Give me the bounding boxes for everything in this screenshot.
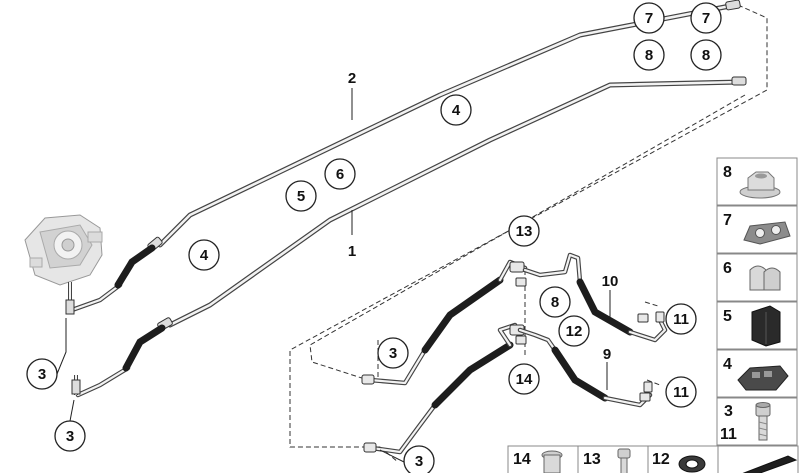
part-tile-7: 7 bbox=[716, 205, 798, 254]
pipe-1 bbox=[167, 79, 743, 328]
sealing-ring-icon bbox=[678, 455, 706, 473]
callout-5: 5 bbox=[285, 180, 317, 212]
svg-text:12: 12 bbox=[652, 451, 670, 468]
callout-8b: 8 bbox=[690, 39, 722, 71]
callout-11b: 11 bbox=[665, 376, 697, 408]
svg-text:7: 7 bbox=[702, 10, 710, 27]
callout-7a: 7 bbox=[633, 2, 665, 34]
part-tile-12: 12 bbox=[647, 445, 719, 473]
callout-3-bottom: 3 bbox=[403, 445, 435, 473]
svg-text:6: 6 bbox=[336, 166, 344, 183]
callout-8a: 8 bbox=[633, 39, 665, 71]
svg-text:11: 11 bbox=[673, 311, 689, 328]
middle-hose-lower bbox=[369, 322, 518, 455]
part-tile-13: 13 bbox=[577, 445, 649, 473]
label-9: 9 bbox=[603, 346, 611, 363]
bare-labels: 2 1 10 9 bbox=[348, 70, 619, 363]
svg-text:5: 5 bbox=[297, 188, 305, 205]
callout-3-left2: 3 bbox=[54, 420, 86, 452]
part-tile-5: 5 bbox=[716, 301, 798, 350]
label-10: 10 bbox=[602, 273, 619, 290]
bracket-clip-icon bbox=[751, 305, 781, 347]
left-vertical-fittings bbox=[65, 282, 81, 395]
pipe-clip-icon bbox=[749, 265, 781, 291]
part-tile-8: 8 bbox=[716, 157, 798, 206]
bottom-parts: 14 13 12 bbox=[507, 445, 799, 473]
svg-text:5: 5 bbox=[723, 308, 732, 325]
svg-text:4: 4 bbox=[723, 356, 732, 373]
bolt-icon bbox=[617, 448, 631, 473]
svg-text:6: 6 bbox=[723, 260, 732, 277]
label-1: 1 bbox=[348, 243, 356, 260]
svg-text:4: 4 bbox=[200, 247, 209, 264]
hex-socket-bolt-icon bbox=[755, 402, 771, 441]
svg-text:8: 8 bbox=[723, 164, 732, 181]
callouts: 7 7 8 8 4 6 5 4 13 8 12 14 11 11 3 3 3 3 bbox=[26, 2, 722, 473]
svg-text:3: 3 bbox=[389, 345, 397, 362]
callout-8-mid: 8 bbox=[539, 286, 571, 318]
callout-7b: 7 bbox=[690, 2, 722, 34]
middle-fittings bbox=[361, 261, 527, 453]
grommet-retainer-icon bbox=[737, 365, 789, 391]
left-hoses bbox=[114, 244, 166, 372]
callout-leaders bbox=[56, 318, 405, 463]
label-2: 2 bbox=[348, 70, 356, 87]
callout-12: 12 bbox=[558, 315, 590, 347]
callout-3-mid: 3 bbox=[377, 337, 409, 369]
pump-assembly bbox=[24, 214, 103, 286]
svg-text:7: 7 bbox=[645, 10, 653, 27]
part-tile-wedge bbox=[717, 445, 799, 473]
middle-hose-upper bbox=[367, 259, 528, 386]
svg-text:14: 14 bbox=[516, 371, 533, 388]
hose-10 bbox=[522, 252, 668, 343]
label-leaders bbox=[351, 88, 611, 390]
callout-11a: 11 bbox=[665, 303, 697, 335]
svg-text:3: 3 bbox=[66, 428, 74, 445]
svg-text:7: 7 bbox=[723, 212, 732, 229]
svg-text:11: 11 bbox=[673, 384, 689, 401]
callout-6: 6 bbox=[324, 158, 356, 190]
part-tile-14: 14 bbox=[507, 445, 579, 473]
callout-13: 13 bbox=[508, 215, 540, 247]
svg-text:3: 3 bbox=[415, 453, 423, 470]
right-hose-fittings bbox=[637, 311, 665, 402]
svg-text:8: 8 bbox=[702, 47, 710, 64]
callout-4-top: 4 bbox=[440, 94, 472, 126]
part-tile-6: 6 bbox=[716, 253, 798, 302]
svg-text:14: 14 bbox=[513, 451, 531, 468]
callout-4-left: 4 bbox=[188, 239, 220, 271]
svg-text:8: 8 bbox=[645, 47, 653, 64]
svg-text:8: 8 bbox=[551, 294, 559, 311]
svg-text:13: 13 bbox=[583, 451, 601, 468]
part-tile-4: 4 bbox=[716, 349, 798, 398]
svg-text:3: 3 bbox=[38, 366, 46, 383]
left-feed-pipes bbox=[69, 282, 131, 398]
part-tile-3-11: 3 11 bbox=[716, 397, 798, 446]
callout-14: 14 bbox=[508, 363, 540, 395]
flange-nut-icon bbox=[739, 171, 781, 199]
parts-panel: 8 7 6 bbox=[716, 157, 798, 446]
svg-text:13: 13 bbox=[516, 223, 533, 240]
svg-text:3: 3 bbox=[724, 403, 733, 420]
svg-text:4: 4 bbox=[452, 102, 461, 119]
callout-3-left1: 3 bbox=[26, 358, 58, 390]
svg-text:12: 12 bbox=[566, 323, 583, 340]
wedge-pad-icon bbox=[742, 455, 798, 473]
hollow-bolt-icon bbox=[541, 450, 563, 473]
pipe-2 bbox=[157, 3, 733, 248]
double-pipe-clip-icon bbox=[743, 221, 791, 245]
svg-text:11: 11 bbox=[720, 426, 737, 443]
